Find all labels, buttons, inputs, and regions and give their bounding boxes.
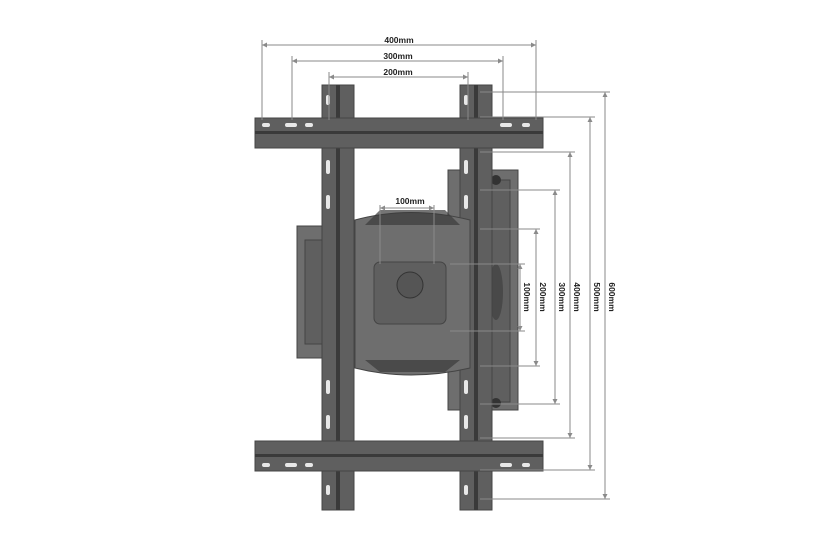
horizontal-dimensions: 400mm 300mm 200mm 100mm — [261, 35, 537, 264]
vertical-dimensions: 100mm 200mm 300mm 400mm 500mm 600mm — [450, 91, 617, 500]
dimension-label-400mm-v: 400mm — [572, 282, 582, 312]
dimension-label-300mm-h: 300mm — [383, 51, 413, 61]
wall-mount — [254, 84, 544, 511]
dimension-label-100mm-h: 100mm — [395, 196, 425, 206]
rail-groove — [255, 131, 543, 134]
dimension-label-200mm-v: 200mm — [538, 282, 548, 312]
vertical-bar-groove — [474, 85, 478, 510]
pivot-icon — [396, 271, 424, 299]
dimension-label-200mm-h: 200mm — [383, 67, 413, 77]
dimension-label-500mm-v: 500mm — [592, 282, 602, 312]
dimension-label-400mm-h: 400mm — [384, 35, 414, 45]
vertical-bar-groove — [336, 85, 340, 510]
plate-top-arm — [365, 210, 460, 225]
rail-groove — [255, 454, 543, 457]
dimension-label-600mm-v: 600mm — [607, 282, 617, 312]
dimension-label-300mm-v: 300mm — [557, 282, 567, 312]
screw-icon — [491, 398, 501, 408]
screw-icon — [491, 175, 501, 185]
left-arm-inner — [304, 239, 324, 345]
mounting-slots — [262, 95, 530, 495]
dimension-label-100mm-v: 100mm — [522, 282, 532, 312]
plate-bottom-arm — [365, 360, 460, 372]
